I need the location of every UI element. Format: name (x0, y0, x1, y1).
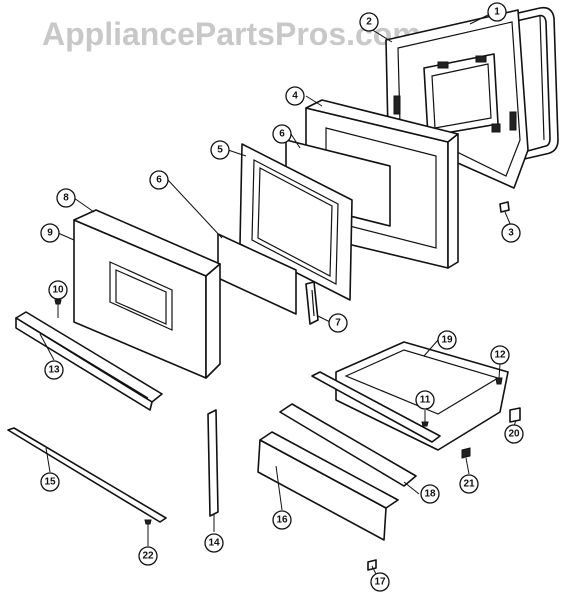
callout-15[interactable]: 15 (40, 472, 60, 492)
part-screw-11[interactable] (421, 410, 429, 427)
callout-9-label: 9 (47, 228, 53, 239)
callout-16[interactable]: 16 (272, 510, 292, 530)
callout-11-label: 11 (420, 395, 431, 406)
callout-22[interactable]: 22 (138, 546, 158, 566)
callout-13-label: 13 (48, 365, 60, 376)
callout-19[interactable]: 19 (437, 330, 457, 350)
callout-20[interactable]: 20 (504, 424, 524, 444)
callout-8-label: 8 (63, 193, 69, 204)
part-door-handle[interactable] (15, 311, 163, 411)
callout-6-upper[interactable]: 6 (272, 124, 292, 144)
part-drawer-clip[interactable] (461, 447, 471, 459)
callout-6-upper-label: 6 (279, 129, 285, 140)
leader-lines (39, 13, 517, 583)
part-support-strip[interactable] (207, 409, 219, 517)
callout-16-label: 16 (276, 515, 288, 526)
latch-bracket-left (437, 61, 449, 69)
callout-9[interactable]: 9 (40, 223, 60, 243)
callout-4[interactable]: 4 (285, 86, 305, 106)
callout-18-label: 18 (424, 489, 436, 500)
callout-22-label: 22 (142, 551, 154, 562)
part-drawer-glide[interactable] (367, 559, 377, 571)
callout-14-label: 14 (208, 538, 220, 549)
callout-15-label: 15 (44, 477, 56, 488)
part-screw-12[interactable] (495, 377, 503, 385)
part-drawer-front-upper[interactable] (279, 403, 417, 487)
watermark-text: AppliancePartsPros.com (42, 16, 421, 52)
part-hinge-bracket[interactable] (305, 281, 319, 325)
part-drawer-front[interactable] (257, 431, 399, 541)
callout-21[interactable]: 21 (459, 474, 479, 494)
callout-7[interactable]: 7 (328, 313, 348, 333)
callout-17[interactable]: 17 (370, 572, 390, 592)
callout-20-label: 20 (508, 429, 520, 440)
part-screw-10[interactable] (54, 299, 62, 318)
callout-14[interactable]: 14 (204, 533, 224, 553)
callout-1-label: 1 (494, 7, 500, 18)
latch-bracket-right (475, 55, 487, 63)
callout-7-label: 7 (335, 318, 341, 329)
callout-21-label: 21 (463, 479, 475, 490)
callout-5[interactable]: 5 (210, 140, 230, 160)
part-window-frame[interactable] (239, 143, 353, 301)
callout-12[interactable]: 12 (490, 345, 510, 365)
callout-6-lower[interactable]: 6 (149, 170, 169, 190)
callout-10[interactable]: 10 (48, 280, 68, 300)
hinge-slot-right (509, 111, 517, 131)
part-screw-22[interactable] (144, 519, 152, 538)
callout-3-label: 3 (508, 228, 514, 239)
callout-18[interactable]: 18 (420, 484, 440, 504)
callout-11[interactable]: 11 (415, 390, 435, 410)
callout-5-label: 5 (217, 145, 223, 156)
callout-3[interactable]: 3 (501, 223, 521, 243)
part-small-clip[interactable] (499, 201, 510, 213)
callout-2[interactable]: 2 (359, 12, 379, 32)
callout-2-label: 2 (366, 17, 372, 28)
callout-6-lower-label: 6 (156, 175, 162, 186)
callout-1[interactable]: 1 (487, 2, 507, 22)
hinge-clip (491, 123, 501, 133)
callout-17-label: 17 (374, 577, 386, 588)
hinge-slot-left (393, 95, 401, 115)
part-drawer-rail[interactable] (7, 427, 167, 523)
callout-8[interactable]: 8 (56, 188, 76, 208)
part-outer-door-panel[interactable] (73, 209, 221, 379)
part-roller[interactable] (509, 407, 521, 423)
callout-10-label: 10 (52, 285, 64, 296)
callout-4-label: 4 (292, 91, 298, 102)
callout-12-label: 12 (494, 350, 506, 361)
callout-13[interactable]: 13 (44, 360, 64, 380)
callout-19-label: 19 (441, 335, 453, 346)
